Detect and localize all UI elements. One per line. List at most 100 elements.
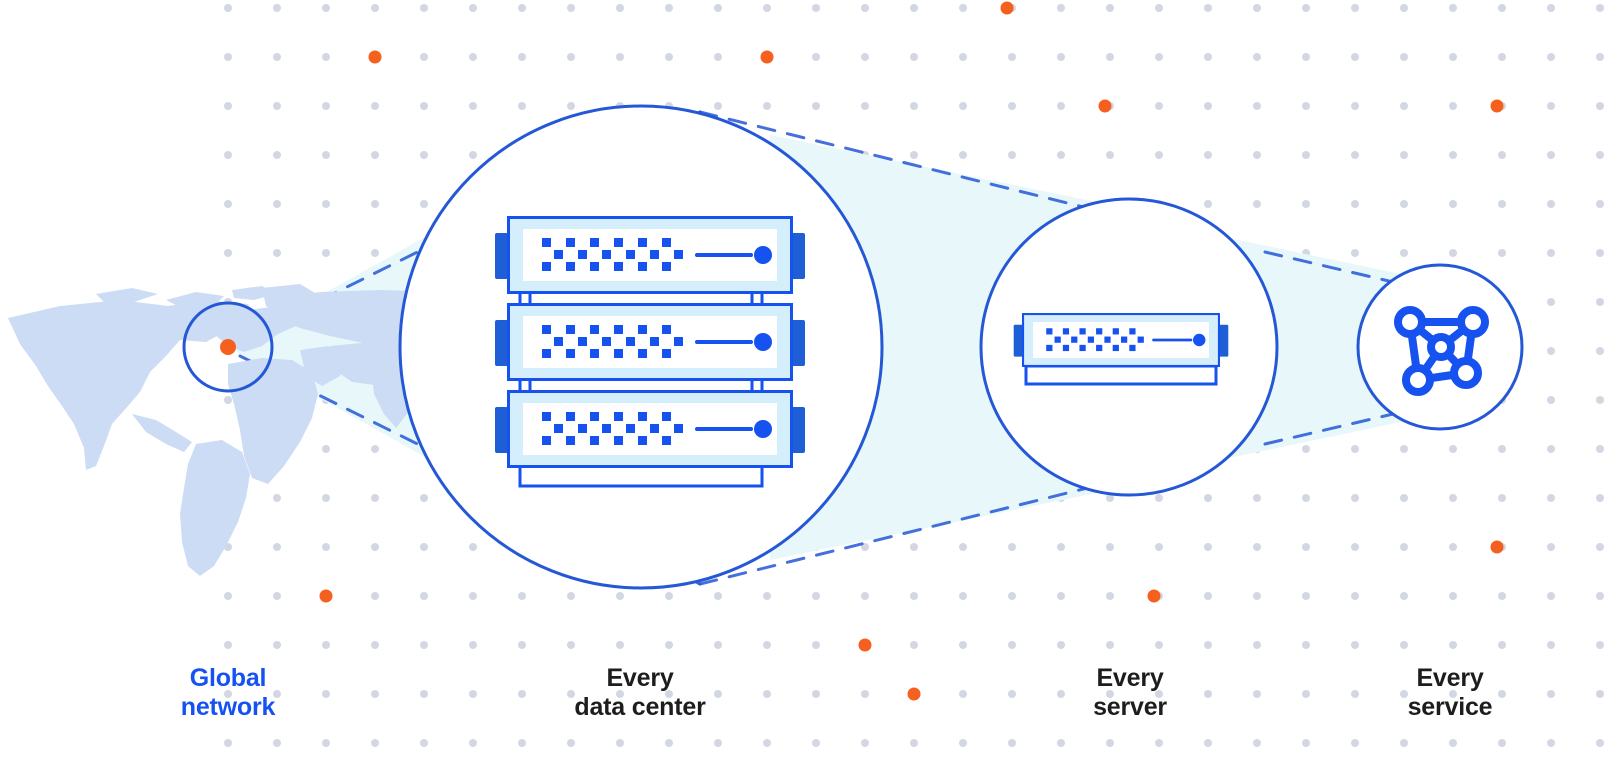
grid-dot xyxy=(322,249,330,257)
grid-dot xyxy=(1155,4,1163,12)
grid-dot xyxy=(1351,53,1359,61)
grid-dot xyxy=(1351,200,1359,208)
grid-dot xyxy=(1155,494,1163,502)
grid-dot xyxy=(763,739,771,747)
grid-dot xyxy=(1596,4,1604,12)
data-center-node[interactable] xyxy=(398,104,884,590)
grid-dot xyxy=(1008,53,1016,61)
grid-dot xyxy=(1449,690,1457,698)
grid-dot xyxy=(469,641,477,649)
grid-dot xyxy=(273,494,281,502)
grid-dot xyxy=(322,690,330,698)
grid-dot xyxy=(714,592,722,600)
grid-dot xyxy=(1106,592,1114,600)
grid-dot xyxy=(273,739,281,747)
grid-dot xyxy=(322,200,330,208)
grid-dot xyxy=(812,690,820,698)
server-unit-1[interactable] xyxy=(493,215,807,295)
grid-dot xyxy=(1302,739,1310,747)
grid-dot xyxy=(1400,690,1408,698)
grid-dot xyxy=(861,53,869,61)
grid-dot xyxy=(224,592,232,600)
grid-dot xyxy=(224,102,232,110)
grid-dot xyxy=(665,641,673,649)
grid-dot xyxy=(1449,151,1457,159)
grid-dot-accent xyxy=(368,50,382,64)
grid-dot xyxy=(665,4,673,12)
grid-dot xyxy=(273,151,281,159)
grid-dot xyxy=(1106,739,1114,747)
grid-dot xyxy=(1008,739,1016,747)
grid-dot xyxy=(1547,445,1555,453)
grid-dot xyxy=(1302,592,1310,600)
grid-dot xyxy=(665,690,673,698)
grid-dot xyxy=(273,641,281,649)
grid-dot xyxy=(1498,53,1506,61)
service-node[interactable] xyxy=(1356,263,1524,431)
grid-dot xyxy=(1498,739,1506,747)
grid-dot xyxy=(1596,543,1604,551)
grid-dot xyxy=(1351,445,1359,453)
grid-dot xyxy=(910,53,918,61)
grid-dot xyxy=(1057,102,1065,110)
grid-dot xyxy=(1449,53,1457,61)
grid-dot xyxy=(1596,592,1604,600)
grid-dot xyxy=(1449,4,1457,12)
grid-dot xyxy=(616,739,624,747)
grid-dot xyxy=(1449,200,1457,208)
grid-dot xyxy=(1449,102,1457,110)
grid-dot xyxy=(812,739,820,747)
server-unit-base xyxy=(1024,364,1218,386)
grid-dot xyxy=(1008,543,1016,551)
server-unit-icon[interactable] xyxy=(1012,312,1230,386)
server-unit-2[interactable] xyxy=(493,302,807,382)
grid-dot xyxy=(567,102,575,110)
grid-dot xyxy=(518,4,526,12)
grid-dot xyxy=(616,641,624,649)
grid-dot xyxy=(714,641,722,649)
grid-dot xyxy=(1302,102,1310,110)
grid-dot-accent xyxy=(1147,589,1161,603)
grid-dot xyxy=(1351,494,1359,502)
grid-dot xyxy=(910,739,918,747)
grid-dot xyxy=(518,739,526,747)
grid-dot xyxy=(273,102,281,110)
grid-dot xyxy=(224,4,232,12)
grid-dot xyxy=(1400,4,1408,12)
grid-dot xyxy=(1400,102,1408,110)
server-node[interactable] xyxy=(979,197,1279,497)
grid-dot xyxy=(1204,592,1212,600)
grid-dot xyxy=(371,494,379,502)
global-network-circle xyxy=(182,301,274,393)
grid-dot xyxy=(616,4,624,12)
grid-dot xyxy=(861,592,869,600)
grid-dot xyxy=(1596,53,1604,61)
grid-dot xyxy=(1547,690,1555,698)
grid-dot xyxy=(1204,53,1212,61)
grid-dot xyxy=(1057,53,1065,61)
grid-dot xyxy=(273,592,281,600)
grid-dot xyxy=(1155,739,1163,747)
server-unit-3[interactable] xyxy=(493,389,807,469)
grid-dot xyxy=(714,739,722,747)
grid-dot xyxy=(910,543,918,551)
grid-dot xyxy=(1057,592,1065,600)
grid-dot xyxy=(1253,102,1261,110)
grid-dot xyxy=(1302,641,1310,649)
grid-dot xyxy=(1302,445,1310,453)
grid-dot xyxy=(224,53,232,61)
grid-dot xyxy=(763,4,771,12)
grid-dot xyxy=(714,4,722,12)
grid-dot xyxy=(1596,151,1604,159)
global-network-node[interactable] xyxy=(182,301,274,393)
grid-dot xyxy=(322,53,330,61)
grid-dot xyxy=(224,249,232,257)
grid-dot xyxy=(518,102,526,110)
grid-dot xyxy=(420,200,428,208)
grid-dot xyxy=(910,151,918,159)
grid-dot xyxy=(959,53,967,61)
grid-dot xyxy=(959,543,967,551)
grid-dot xyxy=(1400,249,1408,257)
grid-dot xyxy=(273,53,281,61)
grid-dot xyxy=(665,592,673,600)
